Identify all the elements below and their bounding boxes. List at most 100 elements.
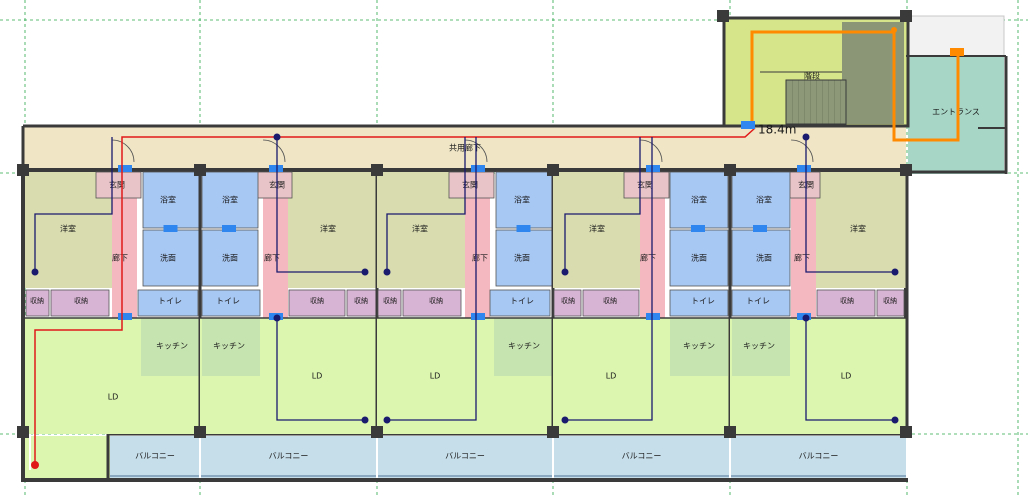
column xyxy=(194,164,206,176)
bath-label: 浴室 xyxy=(222,195,238,205)
balcony-label: バルコニー xyxy=(799,452,839,461)
column xyxy=(900,164,912,176)
hall xyxy=(791,196,816,318)
column xyxy=(194,426,206,438)
circuit-route xyxy=(387,137,477,421)
washroom xyxy=(731,229,791,287)
circuit-route xyxy=(276,318,365,421)
kitchen-area xyxy=(141,318,200,376)
stair-wall xyxy=(722,16,910,128)
unit-3: 玄関浴室洗面廊下洋室トイレ収納収納キッチンLD xyxy=(377,139,555,434)
door-marker xyxy=(691,225,705,232)
balcony-label: バルコニー xyxy=(445,452,485,461)
storage-closet xyxy=(876,289,905,317)
kitchen-label: キッチン xyxy=(743,342,775,351)
bathroom xyxy=(669,171,729,229)
door-marker xyxy=(471,165,485,172)
washroom xyxy=(669,229,729,287)
kitchen-area xyxy=(732,318,790,376)
bedroom-label: 洋室 xyxy=(320,224,336,234)
bedroom xyxy=(816,172,907,288)
hall xyxy=(263,196,288,318)
storage-label: 収納 xyxy=(383,296,397,305)
door-marker xyxy=(163,225,178,232)
orange-route-start xyxy=(891,27,897,33)
column xyxy=(724,164,736,176)
red-route xyxy=(34,127,756,465)
circuit-end xyxy=(383,268,391,276)
toilet xyxy=(731,289,791,317)
washroom-label: 洗面 xyxy=(160,253,176,263)
hall xyxy=(465,196,490,318)
door-marker xyxy=(646,313,660,320)
bathroom xyxy=(731,171,791,229)
unit-2: 玄関浴室洗面廊下洋室トイレ収納収納キッチンLD xyxy=(200,139,379,434)
storage-closet xyxy=(402,289,462,317)
circuit-end xyxy=(891,268,899,276)
hall-label: 廊下 xyxy=(794,253,810,263)
column xyxy=(371,164,383,176)
door-marker xyxy=(471,313,485,320)
unit-5: 玄関浴室洗面廊下洋室トイレ収納収納キッチンLD xyxy=(730,139,909,434)
balcony-2: バルコニー xyxy=(269,434,378,478)
toilet-label: トイレ xyxy=(158,297,182,306)
kitchen-label: キッチン xyxy=(213,342,245,351)
balcony-4: バルコニー xyxy=(622,434,731,478)
bathroom xyxy=(142,171,201,229)
entrance-label: エントランス xyxy=(932,108,980,117)
door-marker xyxy=(118,165,132,172)
hall-label: 廊下 xyxy=(472,253,488,263)
storage-label: 収納 xyxy=(883,296,897,305)
ld-label: LD xyxy=(606,372,617,381)
washroom xyxy=(495,229,554,287)
column xyxy=(900,10,912,22)
ld-label: LD xyxy=(841,372,852,381)
bathroom xyxy=(201,171,259,229)
balcony-3: バルコニー xyxy=(445,434,554,478)
storage-label: 収納 xyxy=(561,296,575,305)
toilet-label: トイレ xyxy=(746,297,770,306)
unit-1: 玄関浴室洗面廊下洋室トイレ収納収納キッチンLD xyxy=(25,139,202,434)
circuit-end xyxy=(802,314,810,322)
door-swing xyxy=(639,139,663,163)
toilet xyxy=(137,289,199,317)
kitchen-area xyxy=(202,318,260,376)
toilet xyxy=(489,289,551,317)
storage-closet xyxy=(25,289,50,317)
storage-closet xyxy=(816,289,876,317)
circuit-end xyxy=(361,268,369,276)
column xyxy=(717,10,729,22)
balcony-5: バルコニー xyxy=(799,434,908,478)
bath-label: 浴室 xyxy=(756,195,772,205)
bath-label: 浴室 xyxy=(160,195,176,205)
circuit-route xyxy=(805,318,895,421)
storage-label: 収納 xyxy=(840,296,854,305)
washroom-label: 洗面 xyxy=(514,253,530,263)
kitchen-area xyxy=(670,318,728,376)
ld-label: LD xyxy=(430,372,441,381)
ld-label: LD xyxy=(312,372,323,381)
circuit-route xyxy=(276,137,365,273)
column xyxy=(724,426,736,438)
door-marker xyxy=(797,165,811,172)
storage-closet xyxy=(50,289,110,317)
washroom xyxy=(201,229,259,287)
bathroom xyxy=(495,171,554,229)
circuit-end xyxy=(561,268,569,276)
red-route-end xyxy=(31,461,39,469)
circuit-end xyxy=(383,416,391,424)
column xyxy=(900,426,912,438)
toilet xyxy=(201,289,261,317)
unit-4: 玄関浴室洗面廊下洋室トイレ収納収納キッチンLD xyxy=(553,139,732,434)
circuit-end xyxy=(273,133,281,141)
door-swing xyxy=(262,139,286,163)
entry-label: 玄関 xyxy=(109,180,125,190)
ld-label: LD xyxy=(108,393,119,402)
storage-closet xyxy=(553,289,582,317)
storage-closet xyxy=(377,289,402,317)
toilet-label: トイレ xyxy=(216,297,240,306)
routes xyxy=(31,27,964,469)
storage-closet xyxy=(582,289,640,317)
balcony-label: バルコニー xyxy=(269,452,309,461)
